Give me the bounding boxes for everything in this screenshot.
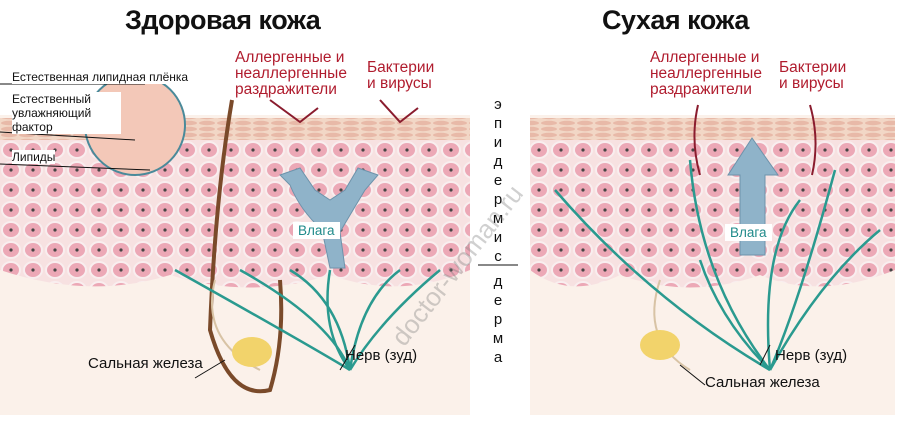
letter: д <box>493 153 503 170</box>
bacteria-arrow-icon <box>379 99 419 124</box>
letter: р <box>493 191 503 208</box>
letter: е <box>493 292 503 309</box>
letter: а <box>493 349 503 366</box>
letter: и <box>493 229 503 246</box>
dry-moisture-label: Влага <box>725 224 772 241</box>
moisturizing-factor-label: Естественный увлажняющий фактор <box>12 92 122 134</box>
letter: э <box>494 96 502 113</box>
letter: р <box>493 311 503 328</box>
lipid-film-label: Естественная липидная плёнка <box>12 70 189 84</box>
letter: с <box>494 248 502 265</box>
letter: м <box>492 210 504 227</box>
nerve-fibers <box>174 268 441 372</box>
healthy-moisture-label: Влага <box>293 222 340 239</box>
dry-bacteria-label: Бактерии и вирусы <box>779 59 847 92</box>
sebaceous-gland-icon-dry <box>640 330 680 360</box>
letter: м <box>492 330 504 347</box>
dry-sebaceous-label: Сальная железа <box>705 374 820 391</box>
healthy-skin-title: Здоровая кожа <box>125 5 321 35</box>
sebaceous-gland-icon <box>232 337 272 367</box>
letter: и <box>493 134 503 151</box>
irritant-arrow-icon <box>269 99 319 124</box>
dry-nerve-label: Нерв (зуд) <box>775 347 848 364</box>
dry-skin-title: Сухая кожа <box>602 5 749 35</box>
lipids-label: Липиды <box>12 150 56 164</box>
letter: е <box>493 172 503 189</box>
healthy-nerve-label: Нерв (зуд) <box>345 347 418 364</box>
nerve-fibers-dry <box>554 159 881 372</box>
letter: п <box>493 115 503 132</box>
healthy-sebaceous-label: Сальная железа <box>88 355 203 372</box>
healthy-skin-layers <box>0 74 470 415</box>
epidermis-label: э п и д е р м и с <box>490 95 506 266</box>
dry-skin-layers <box>530 104 895 415</box>
dry-irritants-label: Аллергенные и неаллергенные раздражители <box>650 49 762 98</box>
healthy-bacteria-label: Бактерии и вирусы <box>367 59 435 92</box>
dermis-label: д е р м а <box>490 272 506 367</box>
letter: д <box>493 273 503 290</box>
moisture-arrow-icon <box>279 167 379 269</box>
healthy-irritants-label: Аллергенные и неаллергенные раздражители <box>235 49 347 98</box>
